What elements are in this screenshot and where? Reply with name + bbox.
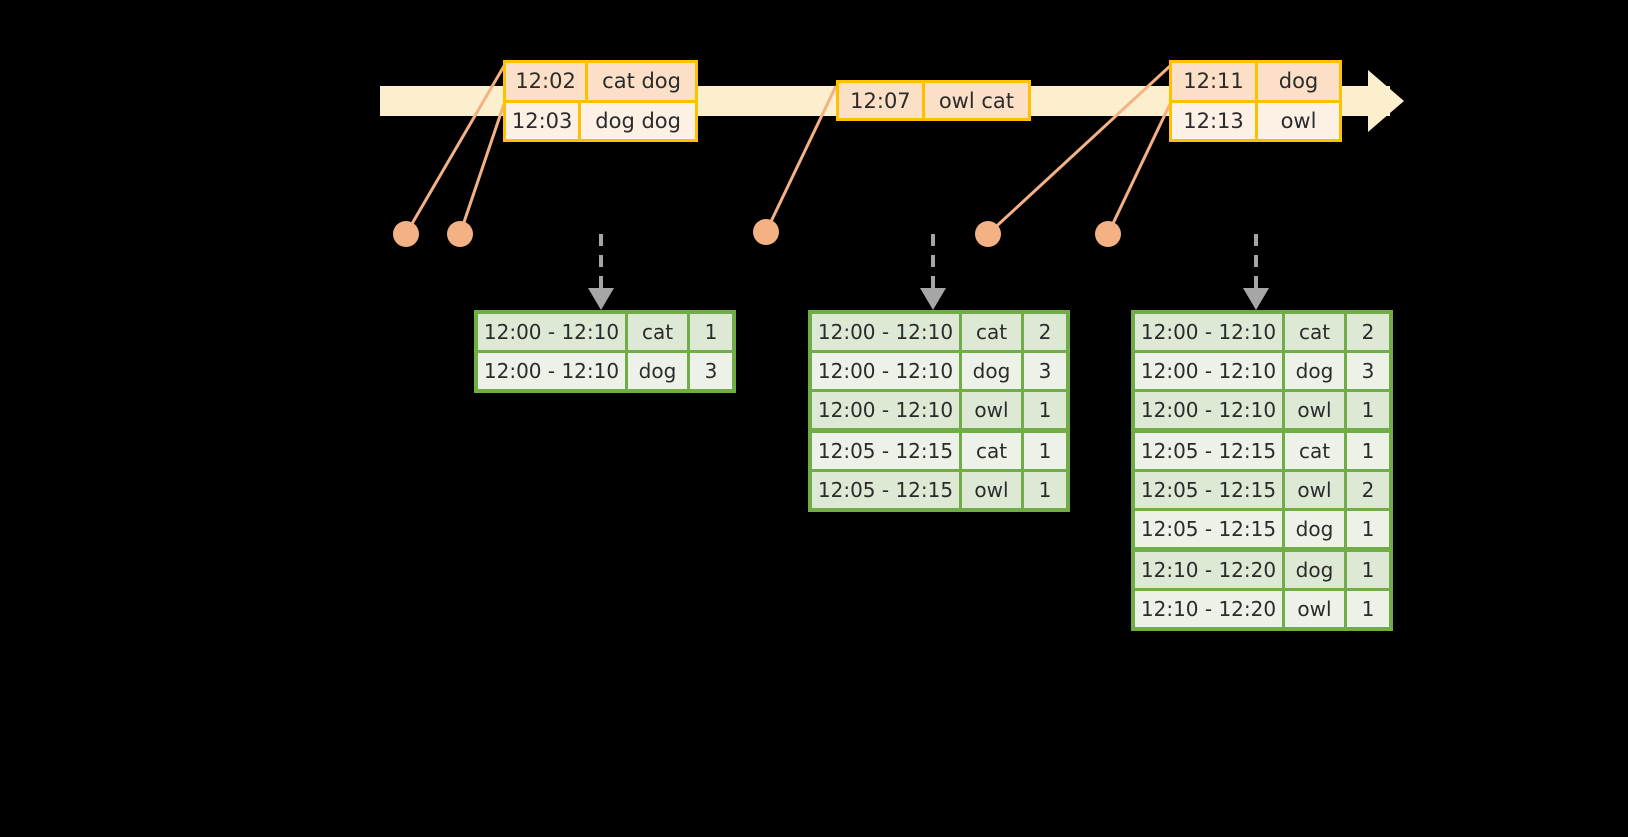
table-cell-window: 12:05 - 12:15 bbox=[812, 433, 962, 469]
event-row[interactable]: 12:02 cat dog bbox=[506, 63, 695, 100]
table-cell-window: 12:00 - 12:10 bbox=[1135, 353, 1285, 389]
event-time: 12:02 bbox=[506, 63, 589, 100]
table-cell-word: owl bbox=[962, 392, 1024, 428]
table-cell-word: dog bbox=[962, 353, 1024, 389]
table-cell-word: dog bbox=[1285, 552, 1347, 588]
connector-5 bbox=[1106, 103, 1172, 235]
table-cell-word: cat bbox=[962, 433, 1024, 469]
table-cell-word: owl bbox=[1285, 591, 1347, 627]
table-cell-window: 12:00 - 12:10 bbox=[478, 353, 628, 389]
table-cell-count: 1 bbox=[1024, 472, 1066, 508]
table-cell-window: 12:00 - 12:10 bbox=[478, 314, 628, 350]
event-dot-2 bbox=[447, 221, 473, 247]
table-cell-word: dog bbox=[1285, 353, 1347, 389]
table-cell-count: 1 bbox=[1024, 433, 1066, 469]
table-cell-count: 1 bbox=[1024, 392, 1066, 428]
event-dot-1 bbox=[393, 221, 419, 247]
flow-arrow-1-head bbox=[588, 288, 614, 310]
table-cell-count: 3 bbox=[690, 353, 732, 389]
event-dot-5 bbox=[1095, 221, 1121, 247]
event-words: owl cat bbox=[938, 88, 1014, 113]
event-row[interactable]: 12:07 owl cat bbox=[839, 83, 1028, 118]
table-cell-count: 1 bbox=[690, 314, 732, 350]
table-cell-count: 2 bbox=[1024, 314, 1066, 350]
table-cell-word: owl bbox=[962, 472, 1024, 508]
table-cell-word: dog bbox=[628, 353, 690, 389]
event-row[interactable]: 12:03 dog dog bbox=[506, 99, 695, 139]
table-cell-window: 12:10 - 12:20 bbox=[1135, 591, 1285, 627]
event-words: dog bbox=[1278, 69, 1319, 94]
table-cell-count: 3 bbox=[1024, 353, 1066, 389]
table-cell-count: 1 bbox=[1347, 511, 1389, 547]
flow-arrow-3-head bbox=[1243, 288, 1269, 310]
event-words: cat dog bbox=[602, 69, 681, 94]
table-cell-count: 1 bbox=[1347, 433, 1389, 469]
event-dot-4 bbox=[975, 221, 1001, 247]
table-cell-window: 12:00 - 12:10 bbox=[812, 392, 962, 428]
table-cell-window: 12:10 - 12:20 bbox=[1135, 552, 1285, 588]
table-cell-window: 12:05 - 12:15 bbox=[1135, 511, 1285, 547]
event-time: 12:07 bbox=[839, 83, 925, 118]
event-time: 12:03 bbox=[506, 102, 582, 139]
table-cell-count: 1 bbox=[1347, 552, 1389, 588]
event-row[interactable]: 12:11 dog bbox=[1172, 63, 1339, 100]
table-cell-count: 2 bbox=[1347, 314, 1389, 350]
table-cell-word: cat bbox=[1285, 314, 1347, 350]
connector-2 bbox=[458, 103, 506, 235]
table-cell-word: cat bbox=[962, 314, 1024, 350]
table-cell-word: dog bbox=[1285, 511, 1347, 547]
event-words: owl bbox=[1280, 108, 1317, 133]
table-cell-window: 12:00 - 12:10 bbox=[812, 353, 962, 389]
table-cell-window: 12:00 - 12:10 bbox=[1135, 314, 1285, 350]
event-dot-3 bbox=[753, 219, 779, 245]
table-cell-word: cat bbox=[628, 314, 690, 350]
table-cell-count: 1 bbox=[1347, 392, 1389, 428]
table-cell-window: 12:00 - 12:10 bbox=[812, 314, 962, 350]
event-group-3[interactable]: 12:11 dog 12:13 owl bbox=[1169, 60, 1342, 142]
event-time: 12:11 bbox=[1172, 63, 1258, 100]
table-cell-count: 2 bbox=[1347, 472, 1389, 508]
table-cell-window: 12:05 - 12:15 bbox=[812, 472, 962, 508]
event-group-2[interactable]: 12:07 owl cat bbox=[836, 80, 1031, 121]
table-cell-word: cat bbox=[1285, 433, 1347, 469]
event-time: 12:13 bbox=[1172, 102, 1258, 139]
flow-arrow-2-head bbox=[920, 288, 946, 310]
table-cell-count: 3 bbox=[1347, 353, 1389, 389]
event-words: dog dog bbox=[595, 108, 681, 133]
table-cell-word: owl bbox=[1285, 472, 1347, 508]
table-cell-window: 12:05 - 12:15 bbox=[1135, 433, 1285, 469]
table-cell-window: 12:00 - 12:10 bbox=[1135, 392, 1285, 428]
table-cell-window: 12:05 - 12:15 bbox=[1135, 472, 1285, 508]
event-row[interactable]: 12:13 owl bbox=[1172, 99, 1339, 139]
table-cell-count: 1 bbox=[1347, 591, 1389, 627]
event-group-1[interactable]: 12:02 cat dog 12:03 dog dog bbox=[503, 60, 698, 142]
table-cell-word: owl bbox=[1285, 392, 1347, 428]
